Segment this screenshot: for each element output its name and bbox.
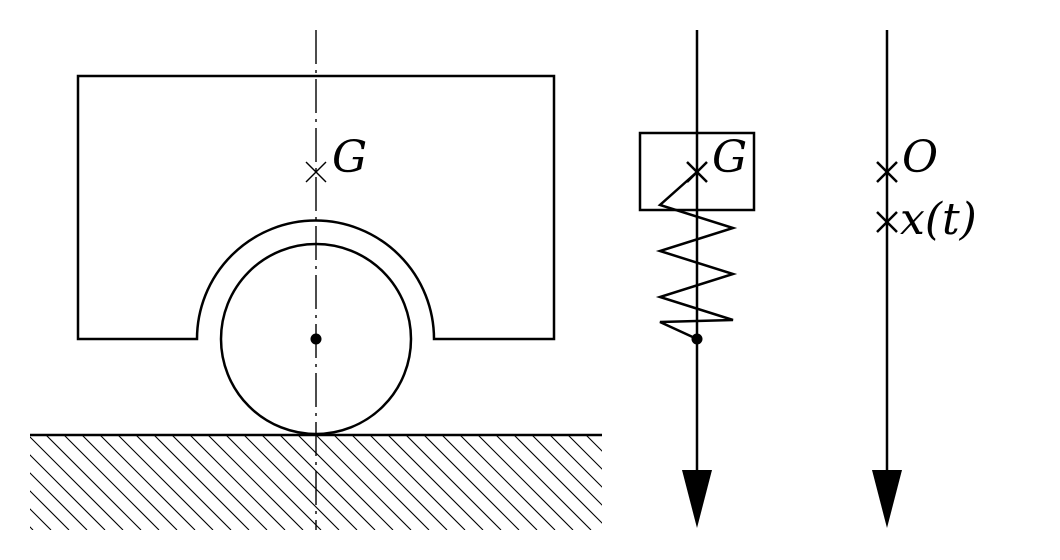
hatch-line xyxy=(243,435,340,530)
hatch-line xyxy=(351,435,448,530)
hatch-line xyxy=(30,526,34,530)
hatch-line xyxy=(117,435,214,530)
hatch-line xyxy=(261,435,358,530)
hatch-line xyxy=(459,435,556,530)
car-cg-label: G xyxy=(332,132,367,183)
mass-block xyxy=(638,131,756,212)
hatch-line xyxy=(585,435,602,452)
hatch-line xyxy=(369,435,466,530)
position-marker xyxy=(876,211,898,233)
hatch-line xyxy=(30,508,52,530)
car-cg-marker xyxy=(305,161,327,183)
hatch-line xyxy=(63,435,160,530)
hatch-line xyxy=(81,435,178,530)
hatch-line xyxy=(171,435,268,530)
hatch-line xyxy=(604,435,699,530)
hatch-line xyxy=(297,435,394,530)
hatch-line xyxy=(405,435,502,530)
spring-anchor xyxy=(691,333,703,345)
origin-marker xyxy=(876,161,898,183)
hatch-line xyxy=(315,435,412,530)
car-assembly: G xyxy=(76,30,556,530)
hatch-line xyxy=(531,435,602,506)
ground-hatching xyxy=(0,435,699,530)
hatch-line xyxy=(30,454,106,530)
hatch-line xyxy=(513,435,602,524)
hatch-line xyxy=(30,490,70,530)
x-axis-arrowhead xyxy=(872,470,902,528)
hatch-line xyxy=(549,435,602,488)
hatch-line xyxy=(333,435,430,530)
hatch-line xyxy=(387,435,484,530)
hatch-line xyxy=(153,435,250,530)
position-label: x(t) xyxy=(900,194,977,245)
model-axis-arrowhead xyxy=(682,470,712,528)
hatch-line xyxy=(99,435,196,530)
hatch-line xyxy=(135,435,232,530)
hatch-line xyxy=(0,435,15,530)
model-cg-label: G xyxy=(712,132,747,183)
hatch-line xyxy=(207,435,304,530)
hatch-line xyxy=(279,435,376,530)
hatch-line xyxy=(30,436,124,530)
hatch-line xyxy=(225,435,322,530)
hatch-line xyxy=(495,435,592,530)
hatch-line xyxy=(567,435,602,470)
origin-label: O xyxy=(902,132,938,183)
hatch-line xyxy=(30,472,88,530)
spring xyxy=(655,171,738,341)
hatch-line xyxy=(45,435,142,530)
model-cg-marker xyxy=(686,161,708,183)
car-body xyxy=(76,74,556,341)
coordinate-axis: O x(t) xyxy=(872,30,977,528)
hatch-line xyxy=(423,435,520,530)
hatch-line xyxy=(441,435,538,530)
hatch-line xyxy=(477,435,574,530)
hatch-line xyxy=(189,435,286,530)
ground xyxy=(0,433,699,530)
mass-spring-model: G xyxy=(638,30,756,528)
